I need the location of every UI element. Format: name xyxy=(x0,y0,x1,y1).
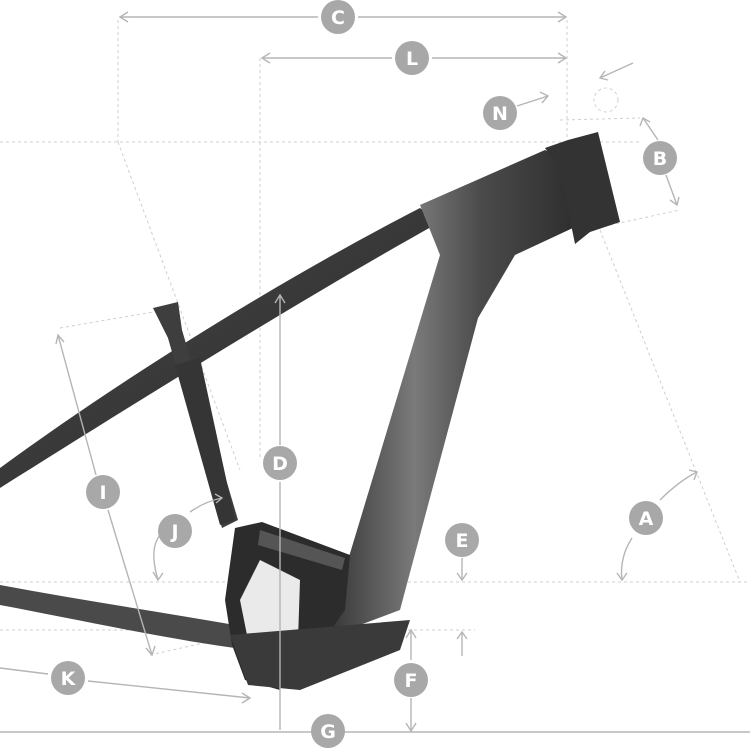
dim-n-head-arrow xyxy=(598,70,609,81)
dim-d-arrow xyxy=(274,293,286,304)
badge-l-text: L xyxy=(406,48,418,70)
badge-l: L xyxy=(395,41,429,75)
badge-e-text: E xyxy=(456,530,469,552)
badge-j: J xyxy=(158,514,192,548)
guide-seat-axis xyxy=(117,141,241,471)
dim-b xyxy=(642,117,678,206)
guide-head-axis xyxy=(599,229,741,583)
badge-c: C xyxy=(321,0,355,34)
badge-b: B xyxy=(643,141,677,175)
guide-seat-bottom xyxy=(149,629,263,656)
down-tube xyxy=(320,150,590,640)
dim-n-head xyxy=(599,62,634,79)
dim-i-top xyxy=(57,334,97,476)
dimension-lines xyxy=(0,11,750,733)
dim-e-lower-arrow xyxy=(456,630,468,640)
badge-d: D xyxy=(263,446,297,480)
badge-d-text: D xyxy=(272,453,288,475)
badge-g-text: G xyxy=(320,721,336,743)
dim-a-arrows xyxy=(616,469,698,582)
dim-e-arrow xyxy=(456,572,468,582)
bike-frame xyxy=(0,132,620,690)
dim-j-arrows xyxy=(152,493,224,582)
dim-c-arrows xyxy=(118,11,568,23)
dim-i-arrows xyxy=(55,333,156,657)
dim-k-left xyxy=(0,667,49,675)
head-tube xyxy=(545,132,620,244)
badge-c-text: C xyxy=(331,7,345,29)
badge-a: A xyxy=(629,501,663,535)
dim-b-arrows xyxy=(639,116,680,207)
badge-f-text: F xyxy=(405,670,418,692)
dim-j-lower xyxy=(153,534,161,581)
dim-a-upper xyxy=(659,471,698,501)
guide-b-top xyxy=(559,117,641,121)
badge-g: G xyxy=(311,714,345,748)
badge-k: K xyxy=(51,661,85,695)
badge-a-text: A xyxy=(639,508,654,530)
lower-frame xyxy=(230,620,410,690)
guide-head-circle xyxy=(593,87,619,113)
badge-b-text: B xyxy=(653,148,667,170)
dim-i-bottom xyxy=(107,509,153,656)
dim-a-lower xyxy=(620,537,633,581)
dim-k-arrow xyxy=(241,692,252,704)
badge-n: N xyxy=(483,96,517,130)
dim-f-arrows xyxy=(405,628,417,733)
badge-k-text: K xyxy=(61,668,77,690)
dim-k-right xyxy=(87,680,251,699)
badge-n-text: N xyxy=(492,103,508,125)
guide-lines xyxy=(0,20,750,656)
dim-j-upper xyxy=(189,497,223,513)
badge-i: I xyxy=(86,475,120,509)
label-badges: C L N B D I J E xyxy=(51,0,677,748)
badge-i-text: I xyxy=(99,482,106,504)
dim-n xyxy=(516,95,549,107)
dim-n-arrow xyxy=(539,91,550,104)
guide-b-bottom xyxy=(609,209,681,226)
rear-stay xyxy=(175,358,235,525)
chainstay xyxy=(0,585,250,650)
guide-seat-top xyxy=(59,309,166,329)
badge-j-text: J xyxy=(169,521,178,543)
badge-f: F xyxy=(394,663,428,697)
badge-e: E xyxy=(445,523,479,557)
top-tube xyxy=(0,208,440,488)
dim-l-arrows xyxy=(260,52,568,64)
